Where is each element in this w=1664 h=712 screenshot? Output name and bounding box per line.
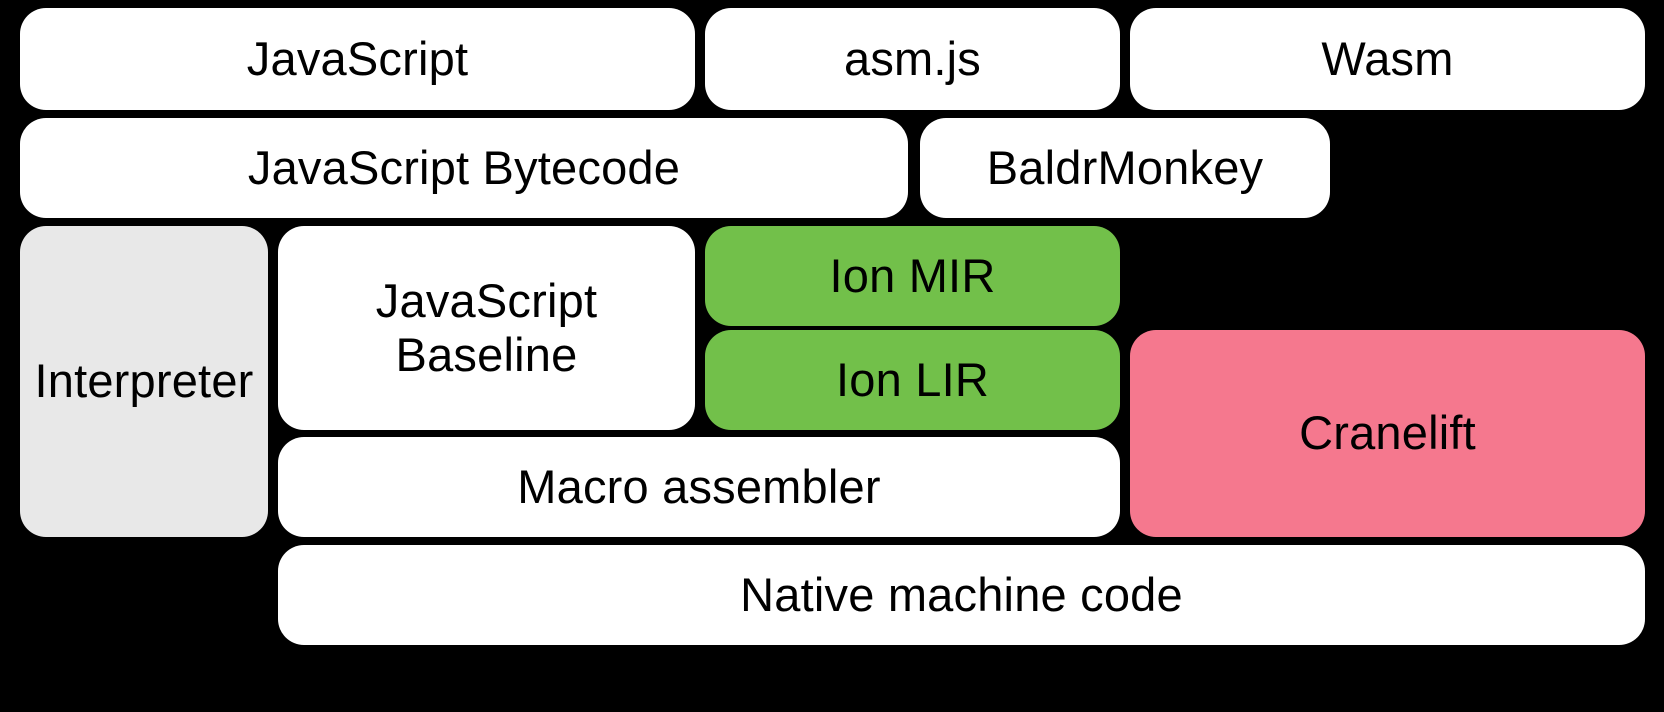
node-javascript: JavaScript [20,8,695,110]
node-ion-mir: Ion MIR [705,226,1120,326]
node-baldrmonkey: BaldrMonkey [920,118,1330,218]
node-ion-lir: Ion LIR [705,330,1120,430]
node-native-machine-code: Native machine code [278,545,1645,645]
node-interpreter: Interpreter [20,226,268,537]
node-javascript-baseline: JavaScript Baseline [278,226,695,430]
node-asmjs: asm.js [705,8,1120,110]
node-wasm: Wasm [1130,8,1645,110]
node-javascript-bytecode: JavaScript Bytecode [20,118,908,218]
node-macro-assembler: Macro assembler [278,437,1120,537]
node-cranelift: Cranelift [1130,330,1645,537]
